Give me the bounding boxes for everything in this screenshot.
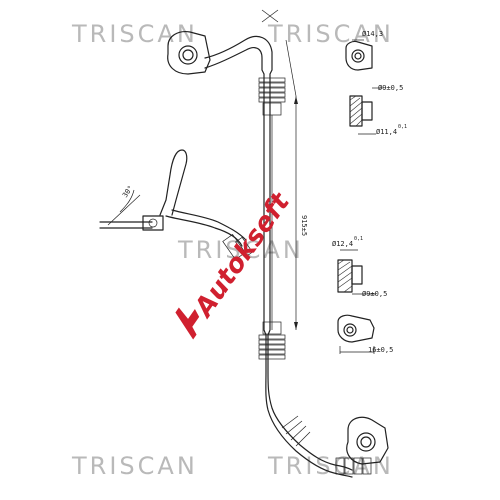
dim-top-section-outer: Ø9±0,5 (378, 84, 403, 92)
watermark-top-right: TRISCAN (267, 20, 394, 48)
dim-total-length: 915±5 (300, 215, 308, 236)
bottom-fitting (335, 416, 389, 475)
dim-top-fitting-bore: Ø14,3 (362, 30, 383, 38)
bottom-bend (281, 415, 311, 447)
dim-bottom-section-inner-tol: 0,1 (354, 236, 363, 242)
detail-bottom-fitting: 16±0,5 (337, 314, 393, 354)
detail-top-section: Ø9±0,5 Ø11,4 0,1 (349, 84, 407, 136)
dim-bottom-section-outer: Ø9±0,5 (362, 290, 387, 298)
watermark-top-left: TRISCAN (71, 20, 198, 48)
crimp-sleeve-top (258, 77, 286, 330)
detail-top-fitting: Ø14,3 (345, 30, 383, 71)
total-length-dimension: 915±5 (261, 9, 308, 330)
logo-mark-icon (175, 307, 200, 340)
dim-left-angle: 30° (121, 184, 135, 199)
crimp-sleeve-bottom (258, 321, 286, 360)
dim-top-section-inner: Ø11,4 (376, 128, 397, 136)
watermark-bottom-right: TRISCAN (267, 452, 394, 480)
watermark-bottom-left: TRISCAN (71, 452, 198, 480)
dim-bottom-section-inner: Ø12,4 (332, 240, 353, 248)
dim-top-section-inner-tol: 0,1 (398, 124, 407, 130)
dim-bottom-fitting-width: 16±0,5 (368, 346, 393, 354)
detail-bottom-section: Ø12,4 0,1 Ø9±0,5 (332, 236, 387, 298)
top-fitting (167, 31, 211, 75)
brake-hose-main (204, 35, 353, 478)
